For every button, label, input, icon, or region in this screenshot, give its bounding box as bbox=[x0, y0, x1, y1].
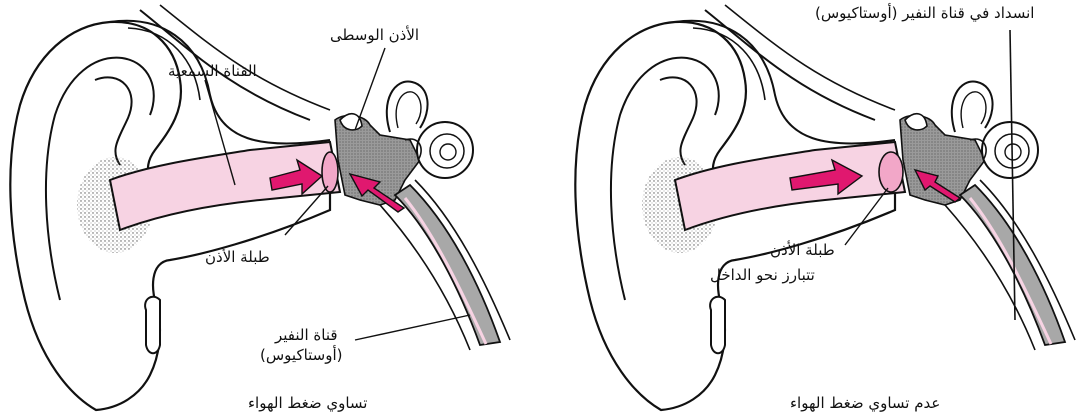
caption-right: عدم تساوي ضغط الهواء bbox=[790, 394, 941, 412]
label-middle-ear: الأذن الوسطى bbox=[330, 26, 420, 44]
leader-eustachian bbox=[354, 314, 471, 341]
left-ear-drawing bbox=[8, 3, 512, 412]
label-eustachian-1: قناة النفير bbox=[275, 326, 338, 344]
pressure-arrow-inner-right bbox=[913, 168, 962, 203]
pressure-arrow-outer-left bbox=[269, 158, 324, 196]
pressure-arrow-outer-right bbox=[789, 158, 864, 196]
label-eardrum-left: طبلة الأذن bbox=[205, 248, 270, 266]
label-eardrum-right-1: طبلة الأذن bbox=[770, 241, 835, 259]
leader-blockage bbox=[1009, 29, 1016, 321]
leader-eardrum-left bbox=[284, 185, 329, 236]
pressure-arrow-inner-left bbox=[348, 172, 406, 213]
label-eardrum-right-2: تتبارز نحو الداخل bbox=[710, 266, 815, 284]
label-ear-canal: القناة السمعية bbox=[168, 62, 257, 80]
caption-left: تساوي ضغط الهواء bbox=[248, 394, 368, 412]
leader-middle-ear bbox=[354, 47, 386, 131]
eardrum-right-bulging bbox=[878, 151, 904, 193]
right-ear-drawing bbox=[573, 3, 1077, 412]
leader-ear-canal bbox=[204, 79, 236, 186]
eardrum-left bbox=[321, 151, 339, 193]
leader-eardrum-right bbox=[844, 187, 889, 246]
label-blockage: انسداد في قناة النفير (أوستاكيوس) bbox=[815, 4, 1035, 22]
label-eustachian-2: (أوستاكيوس) bbox=[260, 346, 343, 364]
